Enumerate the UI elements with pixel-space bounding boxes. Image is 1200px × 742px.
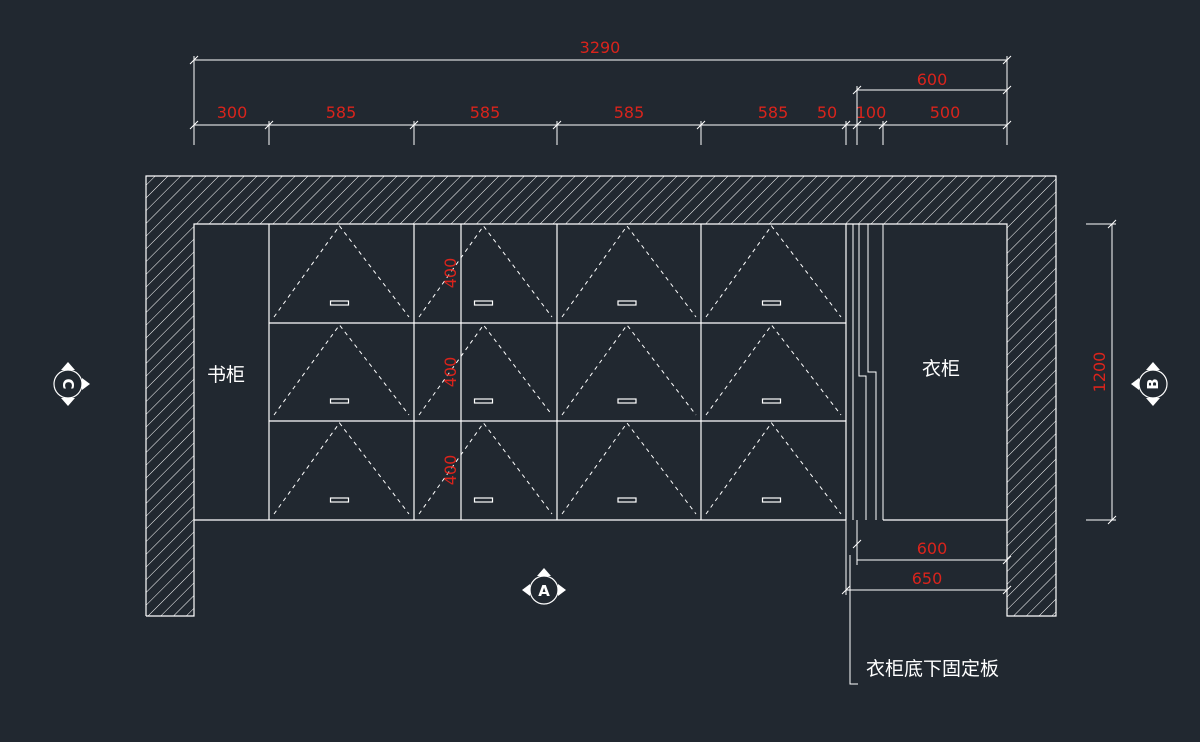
section-marker-a-icon: A (522, 568, 566, 605)
wardrobe-label: 衣柜 (922, 358, 960, 380)
note-fixed-board-label: 衣柜底下固定板 (866, 658, 999, 680)
dimension-lines-right (1086, 219, 1117, 525)
cabinet-handle (329, 497, 350, 503)
door-swing-line (418, 324, 553, 416)
dimension-shelf-3: 400 (441, 455, 460, 486)
wall-hatched (145, 175, 1057, 617)
cabinet-handle (617, 497, 637, 503)
dimension-right-top: 600 (917, 70, 948, 89)
dimension-lines-bottom (841, 520, 1012, 685)
dimension-segment-8: 500 (930, 103, 961, 122)
door-swing-line (561, 324, 697, 416)
dimension-lines-top (189, 55, 1012, 145)
dimension-bottom-650: 650 (912, 569, 943, 588)
door-swing-line (705, 422, 842, 515)
cabinet-handle (761, 497, 782, 503)
cabinet-handle (617, 398, 637, 404)
section-marker-c-icon: C (53, 362, 90, 406)
door-swing-line (418, 422, 553, 515)
dimension-depth: 1200 (1090, 352, 1109, 393)
section-marker-c-label: C (59, 378, 77, 389)
handle-group (329, 300, 782, 503)
section-marker-b-icon: B (1131, 362, 1168, 406)
bookcase-label: 书柜 (207, 364, 245, 386)
dimension-tick (1002, 85, 1012, 95)
door-swing-group (273, 225, 842, 515)
section-marker-b-label: B (1144, 378, 1162, 389)
dimension-tick (189, 120, 199, 130)
dimension-tick (852, 85, 862, 95)
dimension-tick (878, 120, 888, 130)
dimension-tick (264, 120, 274, 130)
cabinet-handle (473, 300, 494, 306)
door-swing-line (561, 225, 697, 318)
dimension-segment-3: 585 (470, 103, 501, 122)
dimension-shelf-1: 400 (441, 258, 460, 289)
dimension-tick (841, 120, 851, 130)
cabinet-handle (761, 300, 782, 306)
dimension-tick (409, 120, 419, 130)
dimension-segment-5: 585 (758, 103, 789, 122)
door-swing-line (705, 324, 842, 416)
dimension-tick (1002, 120, 1012, 130)
door-swing-line (273, 225, 410, 318)
door-swing-line (705, 225, 842, 318)
dimension-segment-7: 100 (856, 103, 887, 122)
door-swing-line (418, 225, 553, 318)
cabinet-handle (761, 398, 782, 404)
door-swing-line (561, 422, 697, 515)
dimension-segment-1: 300 (217, 103, 248, 122)
dimension-tick (1002, 55, 1012, 65)
dimension-tick (696, 120, 706, 130)
section-marker-a-label: A (538, 582, 550, 600)
dimension-segment-2: 585 (326, 103, 357, 122)
cabinet-outline (194, 224, 847, 521)
cabinet-handle (473, 497, 494, 503)
dimension-segment-4: 585 (614, 103, 645, 122)
dimension-bottom-600: 600 (917, 539, 948, 558)
dimension-overall: 3290 (580, 38, 621, 57)
wardrobe-panels (852, 224, 1007, 521)
cabinet-handle (329, 300, 350, 306)
door-swing-line (273, 422, 410, 515)
cabinet-handle (617, 300, 637, 306)
cabinet-handle (329, 398, 350, 404)
door-swing-line (273, 324, 410, 416)
dimension-shelf-2: 400 (441, 357, 460, 388)
dimension-tick (189, 55, 199, 65)
dimension-tick (852, 120, 862, 130)
dimension-segment-6: 50 (817, 103, 837, 122)
dimension-tick (552, 120, 562, 130)
cabinet-handle (473, 398, 494, 404)
